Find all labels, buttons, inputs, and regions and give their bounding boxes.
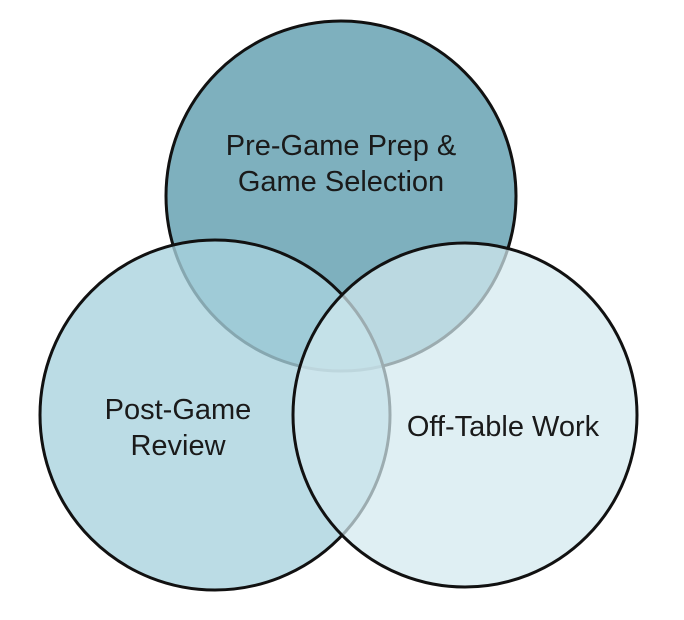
label-pre-game-line-1: Pre-Game Prep & bbox=[226, 130, 456, 162]
circle-off-table bbox=[291, 241, 639, 589]
label-post-game-line-1: Post-Game bbox=[105, 394, 252, 426]
label-post-game-line-2: Review bbox=[130, 430, 226, 462]
label-pre-game-line-2: Game Selection bbox=[238, 166, 444, 198]
label-off-table: Off-Table Work bbox=[407, 411, 600, 443]
